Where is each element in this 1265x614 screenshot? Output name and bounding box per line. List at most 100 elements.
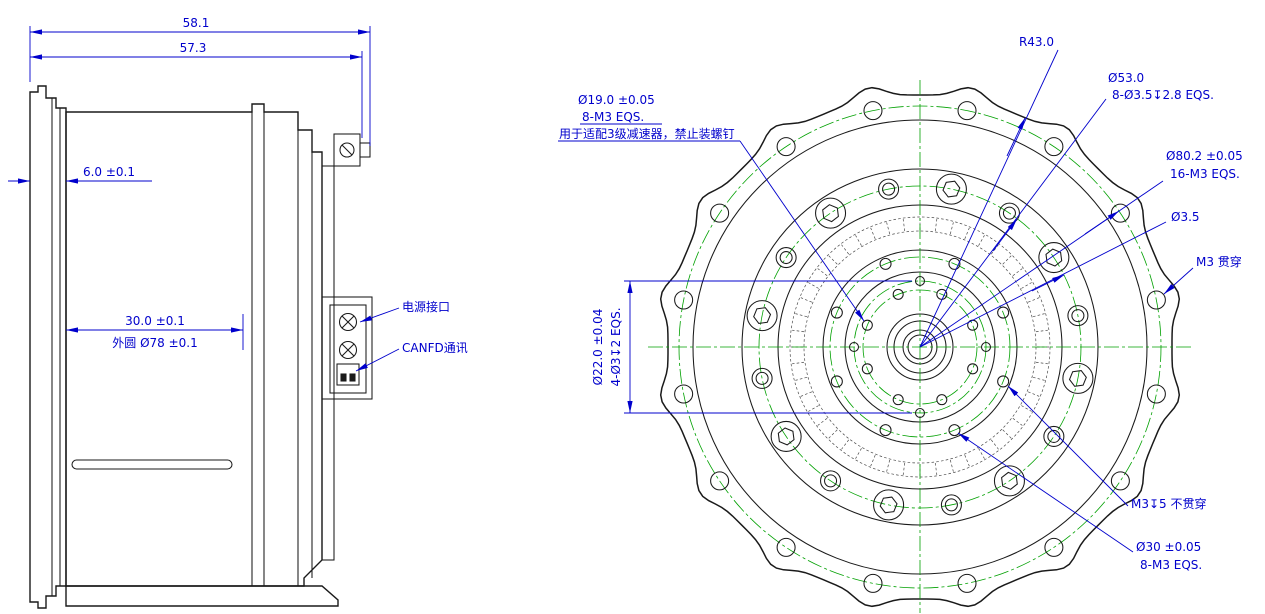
knurl-tick bbox=[828, 429, 838, 439]
d19-hole bbox=[936, 394, 948, 406]
knurl-tick bbox=[870, 454, 876, 467]
socket-screw-head bbox=[815, 197, 847, 229]
knurl-tick bbox=[1002, 255, 1012, 265]
socket-screw-head bbox=[1062, 362, 1094, 394]
knurl-tick bbox=[808, 282, 819, 289]
hex-socket bbox=[822, 204, 839, 223]
d30-hole bbox=[948, 424, 961, 437]
front-view-dimensions: R43.0 Ø53.0 8-Ø3.5↧2.8 EQS. Ø19.0 ±0.05 … bbox=[558, 35, 1243, 572]
knurl-tick bbox=[841, 439, 850, 450]
counterbore-hole bbox=[824, 474, 838, 488]
knurl-tick bbox=[841, 244, 850, 255]
side-view-dimensions: 58.1 57.3 6.0 ±0.1 30.0 ±0.1 外圆 Ø78 ±0.1… bbox=[8, 16, 468, 372]
dim-r43: R43.0 bbox=[1019, 35, 1054, 49]
counterbore-hole bbox=[1047, 429, 1061, 443]
counterbore bbox=[775, 247, 797, 269]
rim-hole bbox=[1146, 384, 1166, 404]
dim-d80: Ø80.2 ±0.05 bbox=[1166, 149, 1243, 163]
knurl-tick bbox=[1035, 329, 1048, 333]
counterbore-hole bbox=[755, 371, 769, 385]
hex-socket bbox=[879, 496, 898, 514]
rim-hole bbox=[710, 471, 730, 491]
knurl-tick bbox=[949, 459, 954, 472]
hex-socket bbox=[753, 307, 772, 324]
dim-d30-holes: 8-M3 EQS. bbox=[1140, 558, 1202, 572]
rim-hole bbox=[957, 573, 977, 593]
leader-canfd-port bbox=[355, 348, 400, 372]
knurl-tick bbox=[886, 459, 891, 472]
boss-screw bbox=[339, 142, 355, 158]
knurl-tick bbox=[934, 219, 938, 232]
d19-hole bbox=[892, 394, 904, 406]
hex-socket bbox=[777, 427, 795, 446]
knurl-tick bbox=[902, 219, 906, 232]
dim-outer-circle: 外圆 Ø78 ±0.1 bbox=[112, 336, 197, 350]
dim-d30: Ø30 ±0.05 bbox=[1136, 540, 1201, 554]
knurl-tick bbox=[902, 462, 906, 475]
arrow-d80 bbox=[1084, 210, 1120, 235]
power-connector-b-cross bbox=[341, 343, 355, 357]
label-canfd-port: CANFD通讯 bbox=[402, 341, 468, 355]
connector-inner-face bbox=[329, 304, 367, 394]
d19-hole bbox=[967, 363, 979, 375]
knurl-tick bbox=[1032, 376, 1045, 381]
dim-d53-holes: 8-Ø3.5↧2.8 EQS. bbox=[1112, 88, 1214, 102]
dim-d80-holes: 16-M3 EQS. bbox=[1170, 167, 1240, 181]
d19-hole bbox=[861, 363, 873, 375]
motor-body bbox=[65, 103, 323, 587]
rim-hole bbox=[1110, 471, 1130, 491]
knurl-tick bbox=[792, 329, 805, 333]
rim-hole bbox=[1044, 537, 1064, 557]
knurl-tick bbox=[978, 235, 985, 246]
dim-flange-thickness: 6.0 ±0.1 bbox=[83, 165, 135, 179]
d22-hole bbox=[980, 341, 992, 353]
d30-hole bbox=[830, 306, 843, 319]
dim-d53: Ø53.0 bbox=[1108, 71, 1144, 85]
counterbore bbox=[940, 494, 962, 516]
knurl-tick bbox=[855, 448, 862, 459]
d30-hole bbox=[997, 306, 1010, 319]
dim-body-width: 57.3 bbox=[180, 41, 207, 55]
counterbore bbox=[751, 367, 773, 389]
canfd-pin bbox=[340, 373, 347, 382]
leader-m3-through bbox=[1163, 267, 1194, 295]
dim-mount-depth: 30.0 ±0.1 bbox=[125, 314, 185, 328]
knurl-tick bbox=[855, 235, 862, 246]
arrow-d35 bbox=[1031, 274, 1065, 292]
knurl-tick bbox=[1012, 417, 1023, 426]
boss-screw-slot bbox=[341, 144, 353, 156]
connector-block bbox=[321, 296, 373, 400]
knurl-tick bbox=[1035, 361, 1048, 365]
callout-line-d80 bbox=[919, 180, 1164, 348]
leader-power-port bbox=[359, 307, 400, 323]
rim-hole bbox=[1146, 290, 1166, 310]
knurl-tick bbox=[990, 439, 999, 450]
knurl-tick bbox=[870, 227, 876, 240]
knurl-tick bbox=[1002, 429, 1012, 439]
canfd-pin bbox=[349, 373, 356, 382]
dim-d35: Ø3.5 bbox=[1171, 210, 1200, 224]
power-connector-a bbox=[338, 312, 358, 332]
knurl-tick bbox=[934, 462, 938, 475]
rim-hole bbox=[674, 290, 694, 310]
d30-hole bbox=[830, 375, 843, 388]
socket-screw-head bbox=[935, 173, 967, 205]
knurl-tick bbox=[1012, 268, 1023, 277]
knurl-tick bbox=[964, 227, 970, 240]
dim-d22-holes: 4-Ø3↧2 EQS. bbox=[609, 307, 623, 386]
counterbore bbox=[878, 178, 900, 200]
counterbore-hole bbox=[882, 182, 896, 196]
front-view-geometry bbox=[648, 80, 1192, 613]
knurl-tick bbox=[886, 222, 891, 235]
leader-d19 bbox=[739, 140, 865, 322]
dim-d19: Ø19.0 ±0.05 bbox=[578, 93, 655, 107]
hex-socket bbox=[1001, 471, 1018, 490]
power-connector-a-cross bbox=[341, 315, 355, 329]
d30-hole bbox=[879, 424, 892, 437]
arrow-d53 bbox=[992, 218, 1018, 252]
d19-hole bbox=[861, 319, 873, 331]
mount-slot bbox=[71, 459, 233, 470]
power-connector-b bbox=[338, 340, 358, 360]
rim-hole bbox=[863, 573, 883, 593]
